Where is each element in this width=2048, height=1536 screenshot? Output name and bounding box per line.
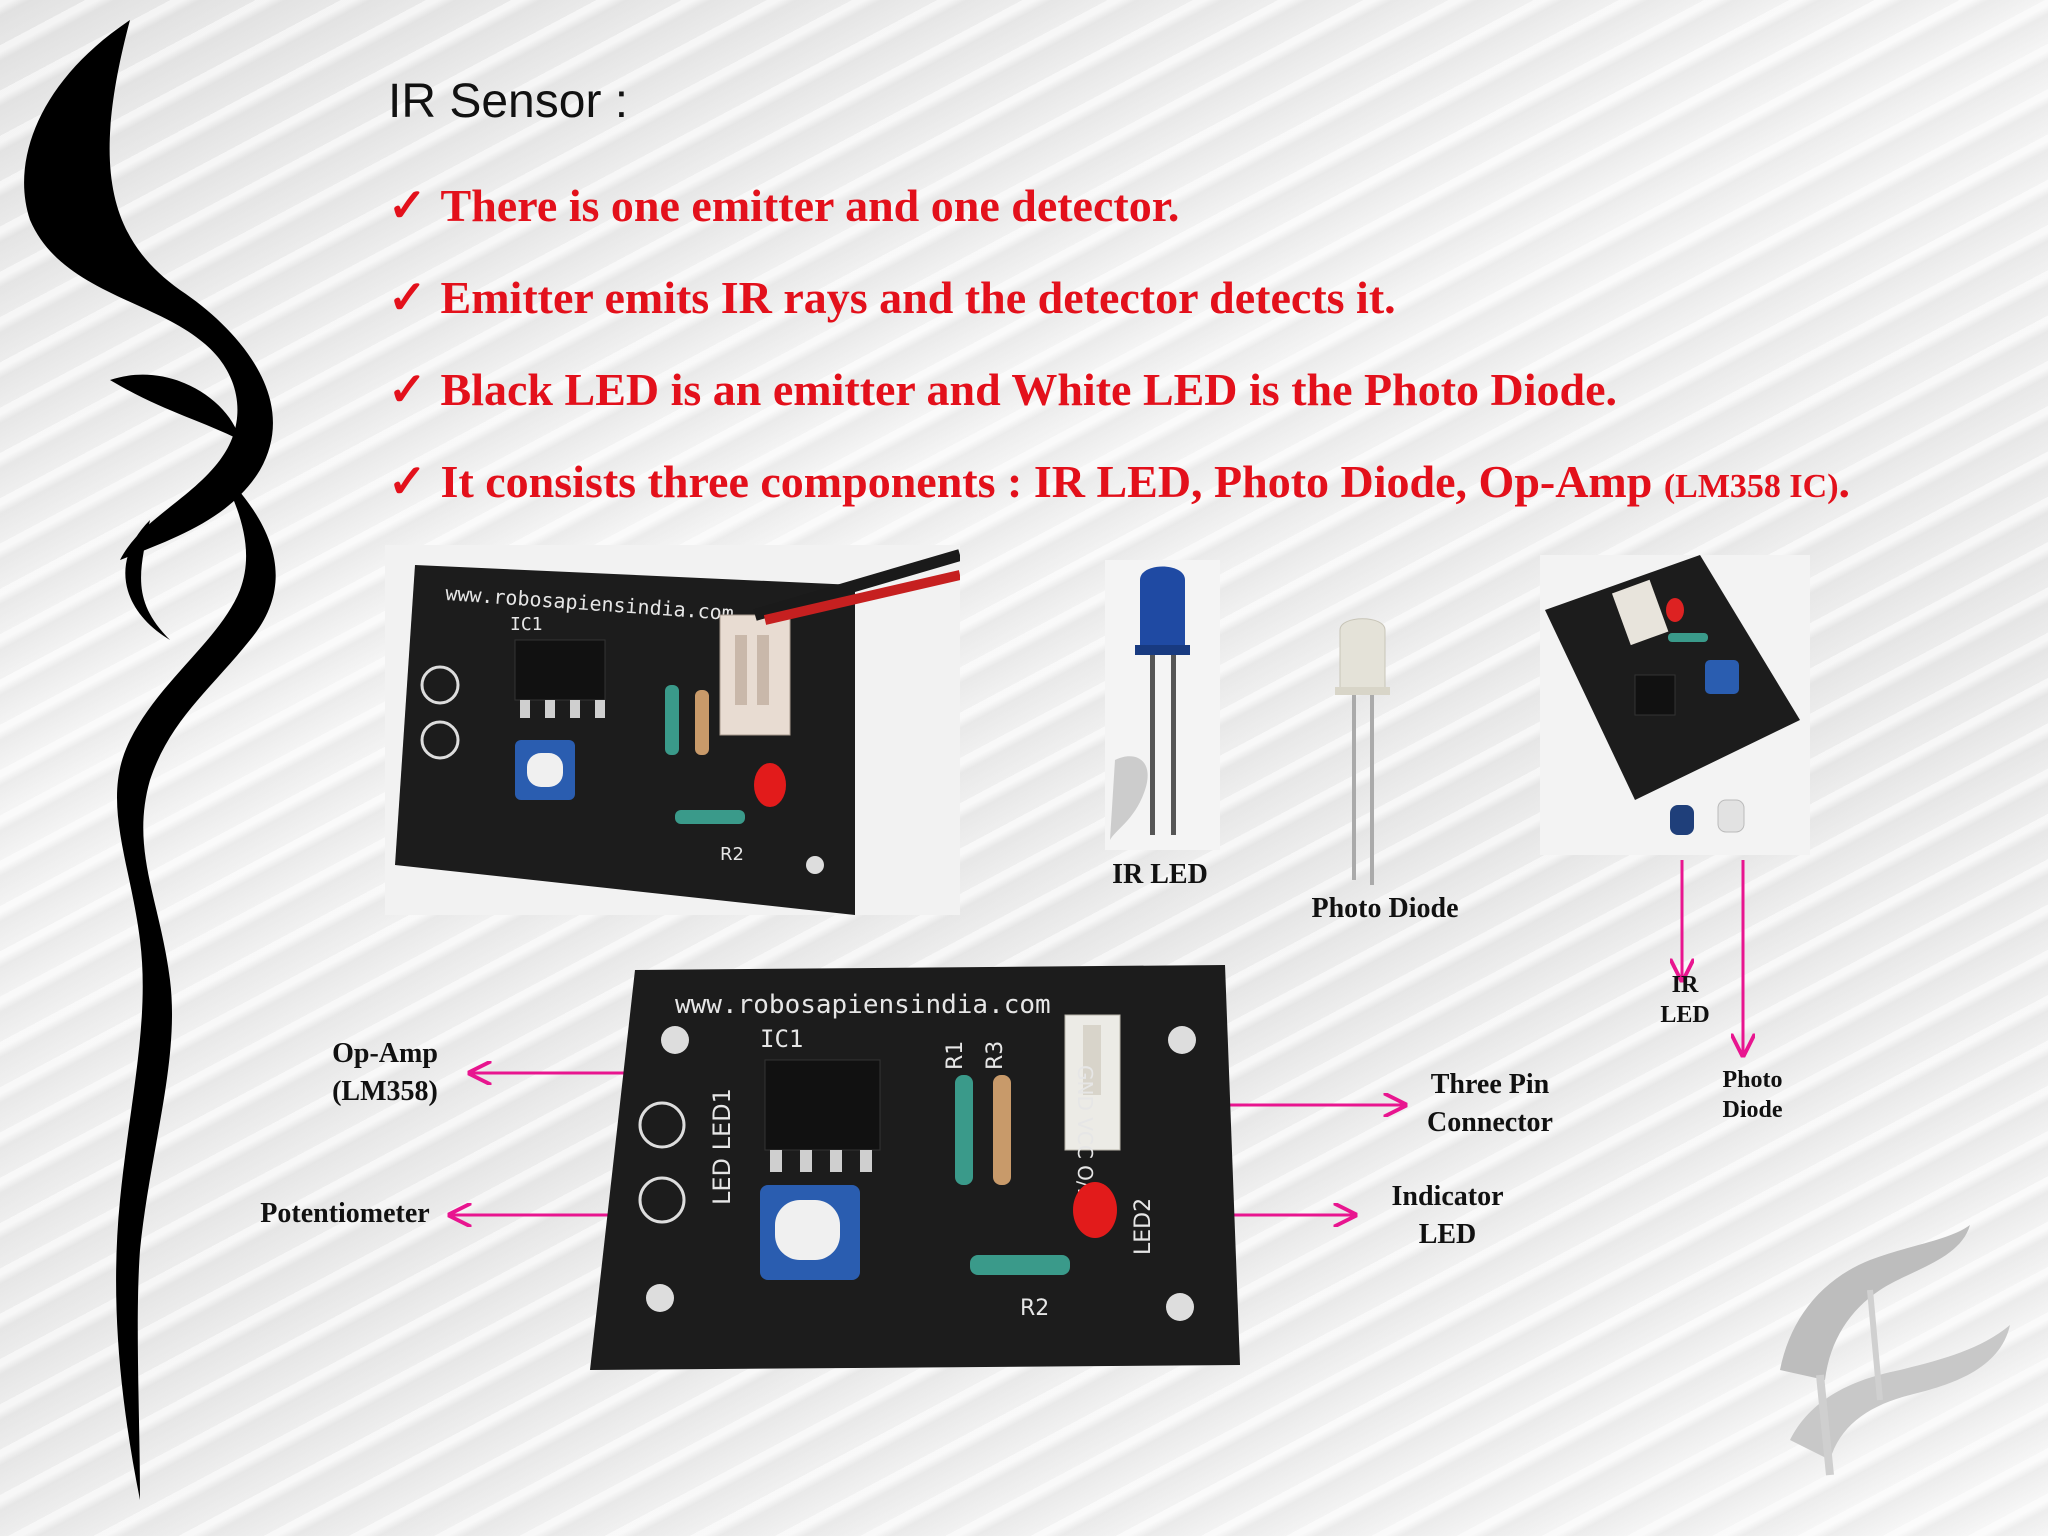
silkscreen-r3: R3 — [983, 1041, 1008, 1070]
decorative-swirl — [24, 20, 276, 1500]
bullet-text-small: (LM358 IC) — [1663, 468, 1839, 505]
bullet-item: ✓ Emitter emits IR rays and the detector … — [388, 262, 1850, 354]
label-op-amp: Op-Amp(LM358) — [332, 1038, 438, 1107]
silkscreen-r2: R2 — [1020, 1296, 1049, 1321]
checkmark-icon: ✓ — [388, 456, 427, 507]
bullet-text: Black LED is an emitter and White LED is… — [440, 364, 1618, 415]
silkscreen-r1: R1 — [943, 1041, 968, 1070]
checkmark-icon: ✓ — [388, 180, 427, 231]
photo-diode-photo — [1335, 618, 1390, 885]
bullet-item: ✓ Black LED is an emitter and White LED i… — [388, 354, 1850, 446]
checkmark-icon: ✓ — [388, 272, 427, 323]
bullet-text: There is one emitter and one detector. — [440, 180, 1180, 231]
ir-sensor-module-photo — [1540, 555, 1810, 855]
bullet-text: It consists three components : IR LED, P… — [440, 456, 1664, 507]
bullet-text: Emitter emits IR rays and the detector d… — [440, 272, 1396, 323]
checkmark-icon: ✓ — [388, 364, 427, 415]
slide-title: IR Sensor : — [388, 75, 629, 128]
silkscreen-led2: LED2 — [1131, 1198, 1156, 1255]
silkscreen-ic: IC1 — [510, 614, 543, 635]
ir-sensor-board-photo-front: www.robosapiensindia.com IC1 LED LED1 R1… — [590, 965, 1240, 1370]
bullet-list: ✓There is one emitter and one detector. … — [388, 170, 1850, 538]
bullet-text-tail: . — [1838, 456, 1851, 507]
decorative-music-notes — [1780, 1225, 2010, 1476]
label-potentiometer: Potentiometer — [260, 1198, 430, 1229]
silkscreen-r2: R2 — [720, 844, 744, 865]
ir-led-photo — [1105, 560, 1220, 850]
silkscreen-led-left: LED LED1 — [708, 1088, 736, 1205]
bullet-item: ✓ It consists three components : IR LED, … — [388, 446, 1850, 538]
silkscreen-ic: IC1 — [760, 1025, 803, 1053]
silkscreen-pins: GND VCC O/P — [1073, 1065, 1097, 1200]
label-ir-led: IR LED — [1112, 859, 1208, 890]
ir-sensor-board-photo-angled: www.robosapiensindia.com IC1 R2 — [385, 545, 960, 915]
bullet-item: ✓ There is one emitter and one detector. — [388, 170, 1850, 262]
silkscreen-url: www.robosapiensindia.com — [675, 990, 1051, 1020]
label-photo-diode: Photo Diode — [1311, 893, 1459, 924]
